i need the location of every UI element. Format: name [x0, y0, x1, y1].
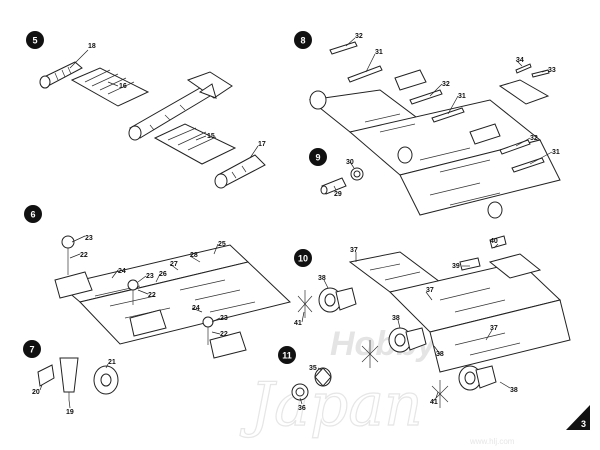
wing-assembly-step10: [348, 235, 571, 373]
engine-nacelle-right: [214, 154, 266, 189]
step-8: 8 32 31 34 33: [294, 31, 561, 219]
step-9-badge: 9: [309, 148, 327, 166]
part-number: 22: [148, 292, 156, 299]
step-11: 11 35 36 41 38: [278, 346, 518, 412]
part-number: 31: [375, 49, 383, 56]
page-number-tab: 3: [566, 405, 590, 430]
step-11-number: 11: [282, 351, 292, 361]
wing-assembly: [54, 244, 292, 359]
part-number: 15: [207, 133, 215, 140]
part-number: 19: [66, 409, 74, 416]
part-number: 24: [118, 268, 126, 275]
step-6-number: 6: [30, 210, 35, 220]
part-number: 39: [452, 263, 460, 270]
part-number: 31: [458, 93, 466, 100]
part-number: 24: [192, 305, 200, 312]
part-number: 27: [170, 261, 178, 268]
part-number: 26: [159, 271, 167, 278]
step-9-number: 9: [315, 153, 320, 163]
center-section: [128, 71, 233, 141]
exhaust-parts: [320, 167, 364, 195]
part-number: 23: [146, 273, 154, 280]
gear-doors: [329, 41, 550, 173]
part-number: 32: [442, 81, 450, 88]
step-5-number: 5: [32, 36, 37, 46]
part-number: 16: [119, 83, 127, 90]
part-number: 34: [516, 57, 524, 64]
step-7-number: 7: [29, 345, 34, 355]
part-number: 23: [85, 235, 93, 242]
wing-panel-right: [153, 123, 237, 165]
step-11-badge: 11: [278, 346, 296, 364]
part-number: 37: [490, 325, 498, 332]
part-number: 28: [190, 252, 198, 259]
part-number: 23: [220, 315, 228, 322]
main-gear-strut: [37, 357, 119, 400]
step-10-number: 10: [298, 254, 308, 264]
part-number: 32: [530, 135, 538, 142]
part-number: 37: [350, 247, 358, 254]
part-number: 38: [510, 387, 518, 394]
part-number: 31: [552, 149, 560, 156]
step-6: 6 23 22 24 23 22 26 27: [24, 205, 292, 359]
part-number: 20: [32, 389, 40, 396]
part-number: 29: [334, 191, 342, 198]
part-number: 18: [88, 43, 96, 50]
step-10-badge: 10: [294, 249, 312, 267]
part-number: 38: [392, 315, 400, 322]
part-number: 33: [548, 67, 556, 74]
step-9: 9 30 29: [309, 148, 364, 198]
part-number: 41: [294, 320, 302, 327]
step-10: 10 37 38 41: [294, 235, 571, 408]
part-number: 36: [298, 405, 306, 412]
part-number: 37: [426, 287, 434, 294]
landing-gear-legs: [61, 235, 214, 345]
part-number: 21: [108, 359, 116, 366]
part-number: 30: [346, 159, 354, 166]
part-number: 22: [220, 331, 228, 338]
step-7-badge: 7: [23, 340, 41, 358]
step-8-number: 8: [300, 36, 305, 46]
step-8-badge: 8: [294, 31, 312, 49]
wing-panel-left: [70, 67, 150, 107]
watermark-script: Japan: [239, 370, 423, 440]
part-number: 25: [218, 241, 226, 248]
wing-assembly-step8: [308, 69, 561, 219]
cowling-parts: [291, 367, 332, 401]
part-number: 17: [258, 141, 266, 148]
engine-nacelle-left: [39, 61, 83, 89]
page-number: 3: [581, 419, 586, 429]
part-number: 41: [430, 399, 438, 406]
step-7: 7 21 20 19: [23, 340, 119, 416]
step-5-badge: 5: [26, 31, 44, 49]
step-6-badge: 6: [24, 205, 42, 223]
step-5: 5: [26, 31, 266, 189]
part-number: 35: [309, 365, 317, 372]
part-number: 40: [490, 238, 498, 245]
part-number: 22: [80, 252, 88, 259]
part-number: 32: [355, 33, 363, 40]
watermark-url: www.hlj.com: [469, 437, 515, 446]
part-number: 38: [318, 275, 326, 282]
part-number: 38: [436, 351, 444, 358]
